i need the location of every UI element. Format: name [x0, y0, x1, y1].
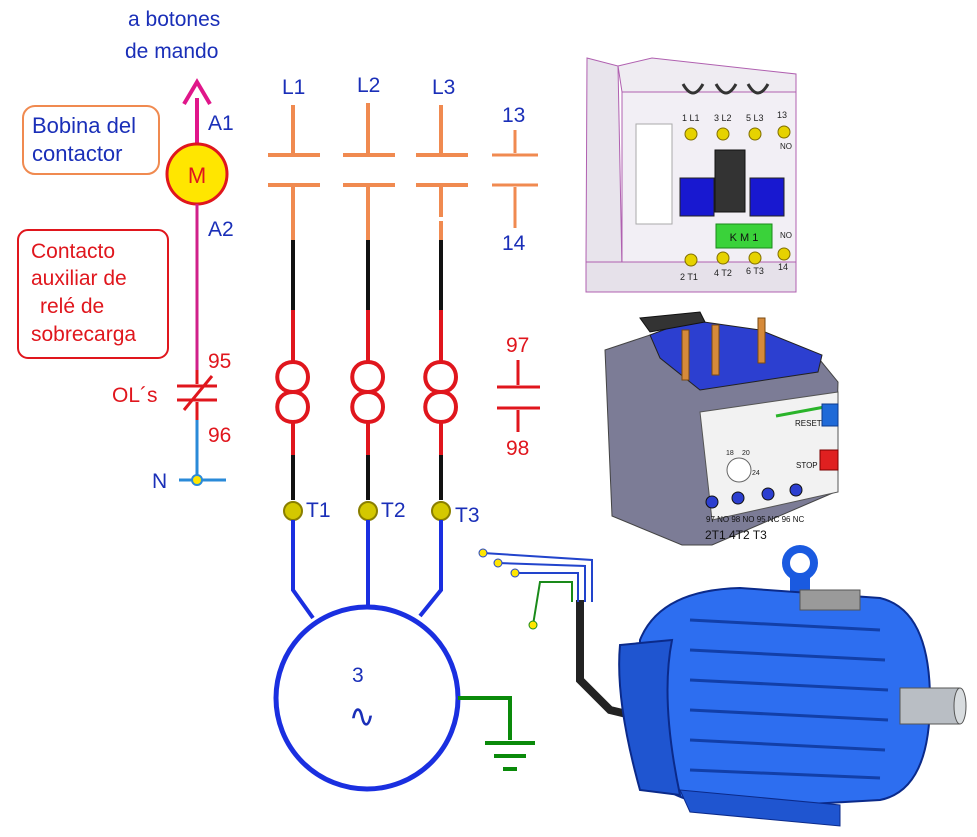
overload-relay-illustration: RESET STOP 18 20 24 97 NO 98 NO 95 NC 96… [604, 311, 839, 546]
coil-symbol: M [188, 163, 206, 188]
aux-label-box [17, 229, 169, 359]
relay-terminals-label: 97 NO 98 NO 95 NC 96 NC [706, 515, 804, 524]
motor-phase-count: 3 [352, 664, 364, 687]
motor-illustration [478, 545, 967, 827]
power-circuit: L1 L2 L3 [268, 74, 540, 792]
contactor-terminal-bottom-4: 14 [778, 262, 788, 272]
aux-contact-13-14: 13 14 [492, 104, 538, 255]
aux-box-line3: relé de [40, 295, 104, 318]
phase-label-l2: L2 [357, 74, 380, 97]
overload-contact-97-98: 97 98 [497, 334, 540, 460]
contactor-terminal-top-2: 3 L2 [714, 113, 732, 123]
contactor-nameplate-text: K M 1 [730, 232, 759, 244]
overload-contact-98-label: 98 [506, 437, 529, 460]
control-arrow-head [182, 78, 212, 106]
contactor-nameplate [715, 223, 773, 249]
relay-dial-20: 20 [742, 450, 750, 457]
contactor-no-label-bottom: NO [780, 231, 792, 240]
contactor-terminal-bottom-2: 4 T2 [714, 268, 732, 278]
relay-dial-18: 18 [726, 450, 734, 457]
contactor-terminal-top-4: 13 [777, 110, 787, 120]
relay-dial-24: 24 [752, 470, 760, 477]
motor-lead-t1 [291, 520, 315, 620]
ol-label: OL´s [112, 384, 158, 407]
motor-cable-wire-3 [515, 572, 579, 602]
motor-ac-symbol: ∿ [349, 698, 376, 734]
terminal-t1-label: T1 [306, 499, 331, 522]
motor-lead-t3 [418, 520, 443, 618]
terminal-t2 [358, 501, 378, 521]
contactor-terminal-top-3: 5 L3 [746, 113, 764, 123]
coil-terminal-a1: A1 [208, 112, 234, 135]
contactor-terminal-bottom-3: 6 T3 [746, 266, 764, 276]
motor-cable-wire-1 [482, 552, 593, 602]
contactor-no-label-top: NO [780, 142, 792, 151]
coil-box-line2: contactor [32, 141, 123, 166]
aux-box-line2: auxiliar de [31, 267, 127, 290]
terminal-t2-label: T2 [381, 499, 406, 522]
ol-contact-slash [182, 375, 214, 411]
ol-terminal-95: 95 [208, 350, 231, 373]
motor-cable-wire-2 [497, 562, 586, 602]
aux-contact-14-label: 14 [502, 232, 526, 255]
contactor-illustration: K M 1 1 L1 3 L2 5 L3 13 NO NO 2 T1 4 T2 … [585, 57, 797, 293]
phase-label-l1: L1 [282, 76, 305, 99]
terminal-t3-label: T3 [455, 504, 480, 527]
coil-box-line1: Bobina del [32, 113, 136, 138]
motor-lifting-eye [782, 545, 818, 581]
coil-label-box [22, 105, 160, 175]
arrow-label-line2: de mando [125, 40, 218, 63]
terminal-t1 [283, 501, 303, 521]
aux-box-line1: Contacto [31, 240, 115, 263]
neutral-label: N [152, 470, 167, 493]
relay-reset-label: RESET [795, 419, 822, 428]
relay-terminals-bottom: 2T1 4T2 T3 [705, 528, 767, 542]
phase-line-l3 [416, 105, 468, 500]
phase-line-l1 [268, 105, 320, 500]
overload-contact-97-label: 97 [506, 334, 529, 357]
terminal-t3 [431, 501, 451, 521]
relay-bottom-screws [705, 483, 803, 509]
coil-terminal-a2: A2 [208, 218, 234, 241]
aux-contact-13-label: 13 [502, 104, 525, 127]
ol-terminal-96: 96 [208, 424, 231, 447]
ground-wire [458, 696, 512, 740]
arrow-label-line1: a botones [128, 8, 220, 31]
aux-box-line4: sobrecarga [31, 323, 136, 346]
contactor-screws-bottom [684, 247, 791, 267]
contactor-terminal-bottom-1: 2 T1 [680, 272, 698, 282]
phase-line-l2 [343, 103, 395, 500]
neutral-node [191, 474, 203, 486]
contactor-screws-top [684, 125, 791, 141]
relay-stop-label: STOP [796, 461, 818, 470]
motor-cable-wire-ground [532, 581, 573, 626]
contactor-terminal-top-1: 1 L1 [682, 113, 700, 123]
control-circuit: a botones de mando A1 M A2 Bobina del co… [17, 8, 234, 493]
phase-label-l3: L3 [432, 76, 455, 99]
